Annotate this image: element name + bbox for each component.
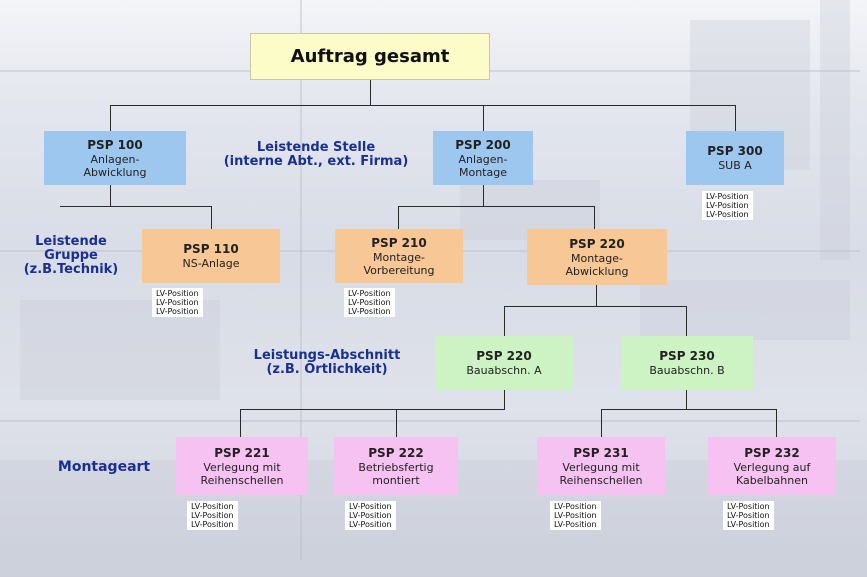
connector (211, 206, 212, 229)
node-psp-232: PSP 232 Verlegung auf Kabelbahnen (708, 437, 836, 495)
node-psp-210: PSP 210 Montage- Vorbereitung (335, 229, 463, 283)
node-psp-220: PSP 220 Montage- Abwicklung (527, 229, 667, 285)
connector (601, 409, 777, 410)
label-leistende-gruppe: Leistende Gruppe (z.B.Technik) (23, 234, 119, 277)
node-text: Montage- Vorbereitung (363, 250, 435, 277)
lv-position-list: LV-Position LV-Position LV-Position (702, 191, 753, 220)
lv-position-list: LV-Position LV-Position LV-Position (187, 501, 238, 530)
node-psp-222: PSP 222 Betriebsfertig montiert (334, 437, 458, 495)
connector (483, 185, 484, 207)
node-psp-100: PSP 100 Anlagen- Abwicklung (44, 131, 186, 185)
connector (240, 409, 505, 410)
node-code: PSP 230 (659, 349, 715, 363)
connector (596, 285, 597, 307)
background-line (0, 420, 860, 422)
node-psp-220-bauabschnitt-a: PSP 220 Bauabschn. A (435, 336, 573, 390)
connector (686, 390, 687, 410)
connector (601, 409, 602, 437)
node-code: PSP 300 (707, 144, 763, 158)
node-psp-300: PSP 300 SUB A (686, 131, 784, 185)
node-code: PSP 231 (573, 445, 629, 460)
connector (776, 409, 777, 437)
connector (504, 306, 505, 336)
node-code: PSP 220 (569, 236, 625, 251)
node-code: PSP 200 (455, 137, 511, 152)
node-text: Betriebsfertig montiert (358, 460, 434, 487)
node-title: Auftrag gesamt (290, 45, 450, 67)
node-psp-200: PSP 200 Anlagen- Montage (433, 131, 533, 185)
connector (594, 206, 595, 229)
connector (504, 390, 505, 410)
connector (60, 206, 212, 207)
connector (110, 105, 736, 106)
node-code: PSP 222 (368, 445, 424, 460)
connector (686, 306, 687, 336)
node-auftrag-gesamt: Auftrag gesamt (250, 33, 490, 80)
connector (483, 105, 484, 131)
lv-position-list: LV-Position LV-Position LV-Position (345, 501, 396, 530)
connector (110, 105, 111, 131)
node-code: PSP 210 (371, 235, 427, 250)
node-code: PSP 110 (183, 242, 239, 256)
lv-position-list: LV-Position LV-Position LV-Position (723, 501, 774, 530)
background-ship (640, 280, 850, 340)
node-text: Bauabschn. B (649, 364, 725, 377)
connector (398, 206, 595, 207)
background-line (300, 0, 302, 560)
node-text: NS-Anlage (182, 257, 240, 270)
node-code: PSP 221 (214, 445, 270, 460)
label-leistende-stelle: Leistende Stelle (interne Abt., ext. Fir… (223, 140, 409, 169)
node-text: Bauabschn. A (466, 364, 542, 377)
connector (240, 409, 241, 437)
connector (110, 185, 111, 207)
node-code: PSP 220 (476, 349, 532, 363)
background-tower (820, 0, 850, 260)
lv-position-list: LV-Position LV-Position LV-Position (550, 501, 601, 530)
node-text: Verlegung mit Reihenschellen (200, 460, 284, 487)
node-code: PSP 232 (744, 445, 800, 460)
connector (370, 80, 371, 106)
node-psp-230: PSP 230 Bauabschn. B (621, 336, 753, 390)
connector (396, 409, 397, 437)
node-text: Montage- Abwicklung (565, 251, 629, 278)
node-text: Anlagen- Montage (458, 152, 508, 179)
node-text: Verlegung mit Reihenschellen (559, 460, 643, 487)
connector (735, 105, 736, 131)
label-montageart: Montageart (57, 459, 151, 475)
node-code: PSP 100 (87, 137, 143, 152)
connector (398, 206, 399, 229)
lv-position-list: LV-Position LV-Position LV-Position (152, 288, 203, 317)
node-text: SUB A (718, 159, 752, 172)
connector (504, 306, 686, 307)
node-text: Verlegung auf Kabelbahnen (733, 460, 811, 487)
label-leistungs-abschnitt: Leistungs-Abschnitt (z.B. Örtlichkeit) (253, 348, 401, 377)
node-psp-221: PSP 221 Verlegung mit Reihenschellen (176, 437, 308, 495)
node-text: Anlagen- Abwicklung (83, 152, 147, 179)
lv-position-list: LV-Position LV-Position LV-Position (344, 288, 395, 317)
node-psp-231: PSP 231 Verlegung mit Reihenschellen (537, 437, 665, 495)
node-psp-110: PSP 110 NS-Anlage (142, 229, 280, 283)
